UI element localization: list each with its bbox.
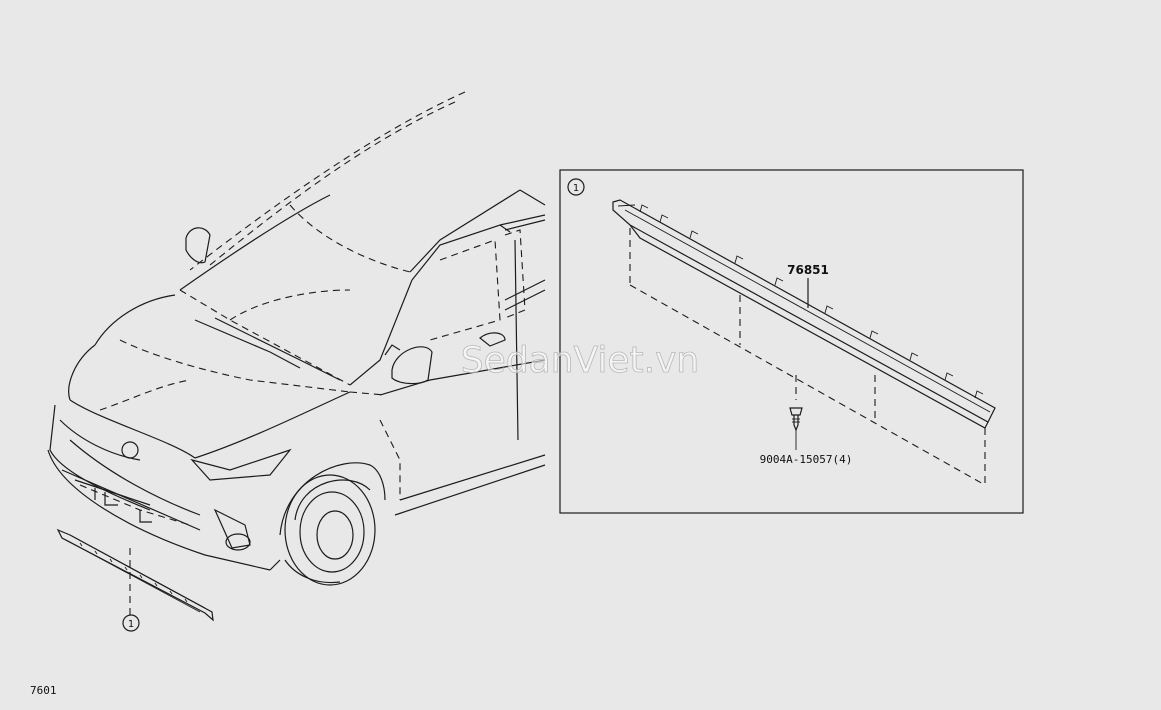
car-illustration <box>47 91 546 586</box>
callout-marker-box-label: 1 <box>573 183 579 194</box>
part-number-molding: 76851 <box>787 263 829 277</box>
callout-marker-box <box>567 178 585 196</box>
watermark: SedanViet.vn <box>461 340 699 381</box>
detail-box: 1 <box>559 169 1024 514</box>
part-number-clip: 9004A-15057(4) <box>760 453 853 466</box>
figure-code: 7601 <box>30 684 57 697</box>
molding-strip <box>612 199 996 429</box>
bumper-molding-part <box>56 528 214 622</box>
projection-lines <box>629 228 986 486</box>
callout-marker-car-label: 1 <box>128 619 134 630</box>
callout-marker-car: 1 <box>122 614 140 632</box>
clip-fastener-icon <box>789 407 803 450</box>
